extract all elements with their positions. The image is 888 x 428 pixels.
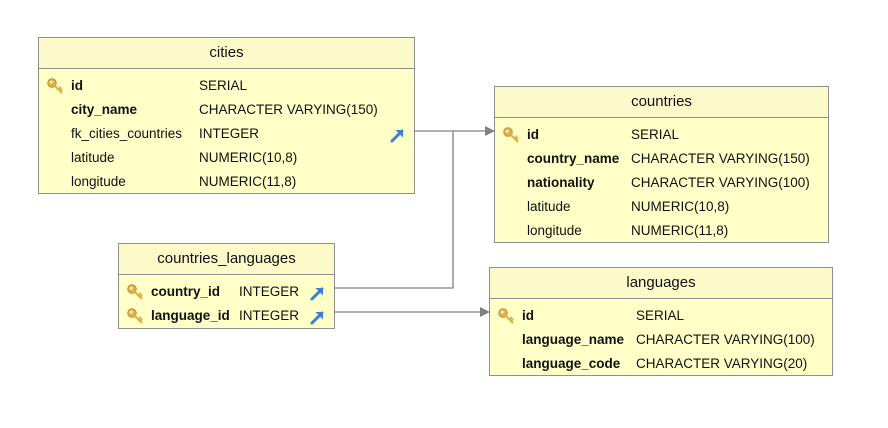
- column-type: INTEGER: [199, 126, 260, 141]
- column-type: INTEGER: [239, 284, 300, 299]
- column-name: country_id: [151, 284, 221, 299]
- column-name: latitude: [71, 150, 115, 165]
- column-row-country-name[interactable]: country_name CHARACTER VARYING(150): [495, 147, 828, 171]
- column-type: NUMERIC(10,8): [631, 199, 730, 214]
- table-countries-languages[interactable]: countries_languages country_id INTEGER l…: [118, 243, 335, 329]
- column-type: CHARACTER VARYING(100): [636, 332, 815, 347]
- column-row-longitude[interactable]: longitude NUMERIC(11,8): [495, 219, 828, 243]
- column-name: id: [71, 78, 83, 93]
- column-name: city_name: [71, 102, 138, 117]
- column-row-id[interactable]: id SERIAL: [490, 304, 832, 328]
- table-title: countries: [495, 87, 828, 118]
- table-languages[interactable]: languages id SERIAL language_name CHARAC…: [489, 267, 833, 376]
- column-type: CHARACTER VARYING(150): [199, 102, 378, 117]
- column-name: nationality: [527, 175, 595, 190]
- key-icon: [497, 307, 515, 325]
- column-name: id: [527, 127, 539, 142]
- key-icon: [502, 126, 520, 144]
- foreign-key-arrow-icon: [390, 127, 405, 143]
- column-row-language-code[interactable]: language_code CHARACTER VARYING(20): [490, 352, 832, 376]
- column-row-id[interactable]: id SERIAL: [495, 123, 828, 147]
- column-row-city-name[interactable]: city_name CHARACTER VARYING(150): [39, 98, 414, 122]
- column-name: id: [522, 308, 534, 323]
- table-title: languages: [490, 268, 832, 299]
- relation-countries-languages-country-id-to-countries: [335, 131, 454, 289]
- column-name: language_id: [151, 308, 230, 323]
- column-name: longitude: [527, 223, 582, 238]
- column-row-language-id[interactable]: language_id INTEGER: [119, 304, 334, 328]
- column-name: country_name: [527, 151, 620, 166]
- table-cities[interactable]: cities id SERIAL city_name CHARACTER VAR…: [38, 37, 415, 194]
- key-icon: [126, 283, 144, 301]
- key-icon: [46, 77, 64, 95]
- column-row-latitude[interactable]: latitude NUMERIC(10,8): [39, 146, 414, 170]
- column-type: NUMERIC(10,8): [199, 150, 298, 165]
- table-title: cities: [39, 38, 414, 69]
- column-type: NUMERIC(11,8): [199, 174, 297, 189]
- table-title: countries_languages: [119, 244, 334, 275]
- column-name: longitude: [71, 174, 126, 189]
- column-type: SERIAL: [199, 78, 248, 93]
- column-name: language_name: [522, 332, 625, 347]
- column-row-fk-cities-countries[interactable]: fk_cities_countries INTEGER: [39, 122, 414, 146]
- table-countries[interactable]: countries id SERIAL country_name CHARACT…: [494, 86, 829, 243]
- column-type: INTEGER: [239, 308, 300, 323]
- column-row-country-id[interactable]: country_id INTEGER: [119, 280, 334, 304]
- column-type: CHARACTER VARYING(100): [631, 175, 810, 190]
- column-row-nationality[interactable]: nationality CHARACTER VARYING(100): [495, 171, 828, 195]
- column-name: language_code: [522, 356, 621, 371]
- key-icon: [126, 307, 144, 325]
- column-type: CHARACTER VARYING(150): [631, 151, 810, 166]
- column-row-id[interactable]: id SERIAL: [39, 74, 414, 98]
- column-row-longitude[interactable]: longitude NUMERIC(11,8): [39, 170, 414, 194]
- column-row-latitude[interactable]: latitude NUMERIC(10,8): [495, 195, 828, 219]
- column-type: SERIAL: [636, 308, 685, 323]
- column-type: SERIAL: [631, 127, 680, 142]
- foreign-key-arrow-icon: [310, 285, 325, 301]
- column-name: fk_cities_countries: [71, 126, 183, 141]
- column-name: latitude: [527, 199, 571, 214]
- foreign-key-arrow-icon: [310, 309, 325, 325]
- column-type: NUMERIC(11,8): [631, 223, 729, 238]
- column-row-language-name[interactable]: language_name CHARACTER VARYING(100): [490, 328, 832, 352]
- column-type: CHARACTER VARYING(20): [636, 356, 808, 371]
